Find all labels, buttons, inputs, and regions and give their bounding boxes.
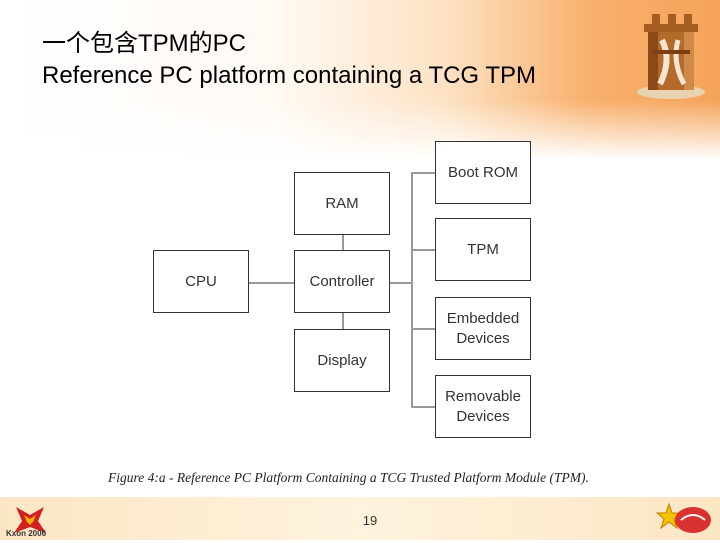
removable-label-line1: Removable bbox=[445, 387, 521, 405]
bus-vertical bbox=[411, 172, 413, 408]
embedded-label-line2: Devices bbox=[456, 329, 510, 347]
connector-ram-controller bbox=[342, 235, 344, 250]
tpm-label: TPM bbox=[467, 240, 499, 258]
star-logo-icon bbox=[655, 500, 715, 538]
ram-block: RAM bbox=[294, 172, 390, 235]
cpu-block: CPU bbox=[153, 250, 249, 313]
cpu-label: CPU bbox=[185, 272, 217, 290]
kxon-logo-icon bbox=[6, 503, 54, 537]
embedded-devices-block: Embedded Devices bbox=[435, 297, 531, 360]
figure-caption: Figure 4:a - Reference PC Platform Conta… bbox=[108, 470, 589, 485]
display-label: Display bbox=[317, 351, 367, 369]
ram-label: RAM bbox=[325, 194, 359, 212]
tower-logo-icon bbox=[622, 0, 720, 104]
connector-cpu-controller bbox=[249, 282, 294, 284]
page-number: 19 bbox=[362, 513, 378, 528]
tpm-block: TPM bbox=[435, 218, 531, 281]
slide-title-english: Reference PC platform containing a TCG T… bbox=[42, 62, 536, 89]
embedded-label-line1: Embedded bbox=[446, 309, 520, 327]
removable-label-line2: Devices bbox=[456, 407, 510, 425]
controller-block: Controller bbox=[294, 250, 390, 313]
connector-bus-embedded bbox=[411, 328, 435, 330]
footer-bar bbox=[0, 497, 720, 540]
connector-bus-bootrom bbox=[411, 172, 435, 174]
removable-devices-block: Removable Devices bbox=[435, 375, 531, 438]
kxon-logo-text: Kxon 2006 bbox=[6, 529, 47, 538]
controller-label: Controller bbox=[309, 272, 375, 290]
connector-controller-bus bbox=[390, 282, 412, 284]
header-gradient bbox=[0, 0, 720, 160]
boot-rom-label: Boot ROM bbox=[447, 163, 519, 181]
connector-bus-tpm bbox=[411, 249, 435, 251]
display-block: Display bbox=[294, 329, 390, 392]
slide-title-chinese: 一个包含TPM的PC bbox=[42, 30, 246, 57]
boot-rom-block: Boot ROM bbox=[435, 141, 531, 204]
connector-controller-display bbox=[342, 312, 344, 329]
connector-bus-removable bbox=[411, 406, 435, 408]
